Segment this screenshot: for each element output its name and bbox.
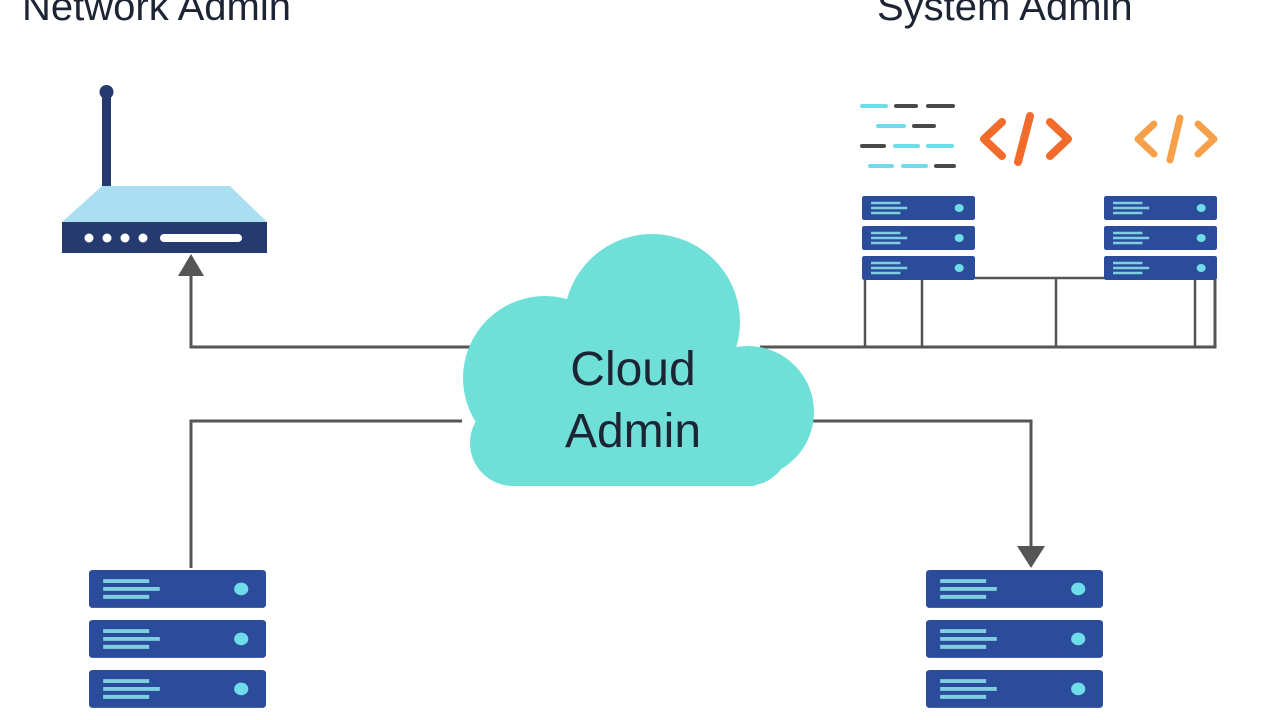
system-admin-label: System Admin xyxy=(877,0,1133,29)
server-rack-icon-2 xyxy=(1102,194,1219,282)
connector-router xyxy=(189,270,470,349)
router-icon xyxy=(62,85,267,253)
server-rack-bottom-left xyxy=(89,570,266,708)
system-admin-rack-frame xyxy=(863,276,1217,347)
connector-bottom-left-server xyxy=(189,419,462,568)
cloud-label-line1: Cloud xyxy=(570,343,695,396)
code-brackets-icon xyxy=(980,112,1072,166)
cloud-label-line2: Admin xyxy=(565,405,701,458)
cloud-icon xyxy=(463,234,814,486)
connector-bottom-right-server xyxy=(808,419,1033,548)
text-lines-icon xyxy=(860,104,956,168)
network-admin-label: Network Admin xyxy=(22,0,291,29)
arrow-down-icon xyxy=(1017,546,1045,568)
arrow-up-icon xyxy=(178,254,204,276)
code-brackets-icon-2 xyxy=(1134,114,1218,164)
connector-system-admin xyxy=(760,280,1217,349)
server-rack-bottom-right xyxy=(926,570,1103,708)
server-rack-icon xyxy=(860,194,977,282)
